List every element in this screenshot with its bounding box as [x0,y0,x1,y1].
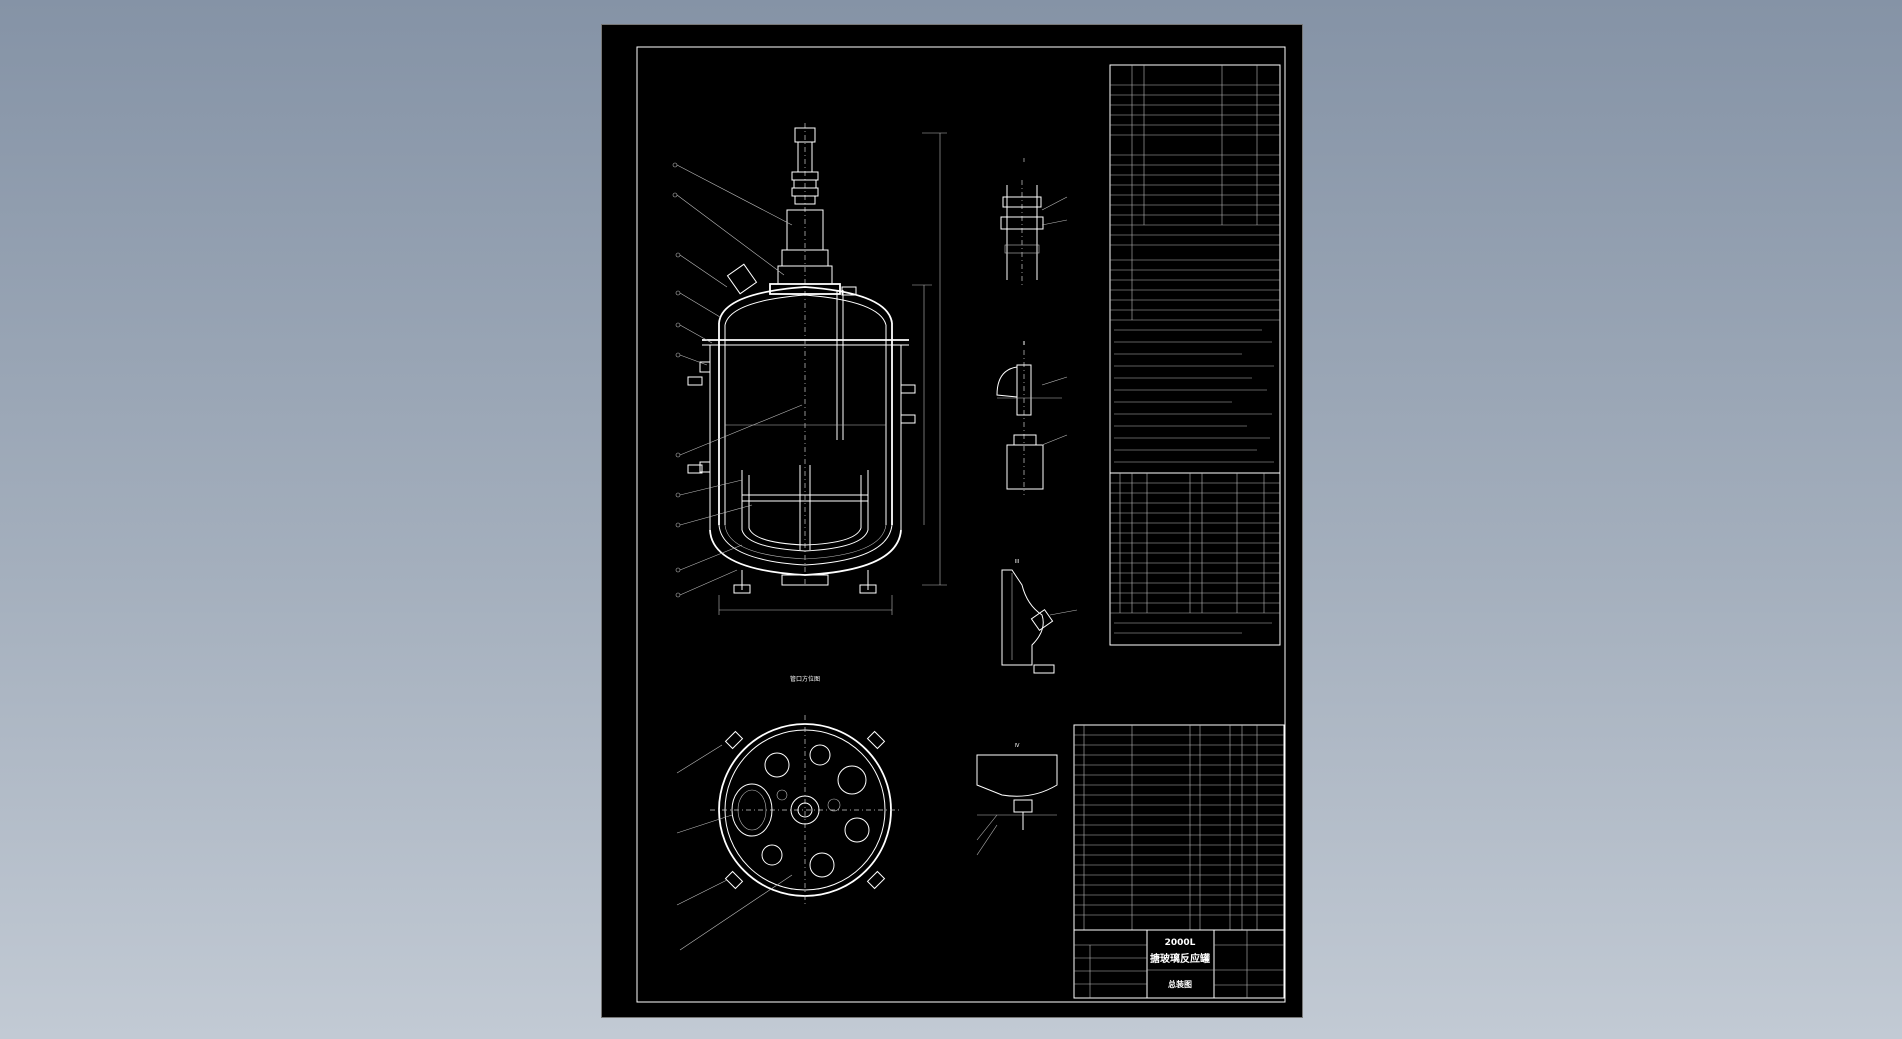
detail-view-4: IV [976,743,1058,856]
detail-view-1: I [1000,158,1068,285]
section-label-3: III [1015,559,1019,565]
nozzle-orientation-plan: 管口方位图 [676,675,900,951]
section-label-4: IV [1015,743,1020,749]
plan-view-label: 管口方位图 [790,675,820,683]
drawing-canvas: I II III IV 管口方位图 [636,46,1286,1003]
cad-drawing-sheet: I II III IV 管口方位图 [601,24,1303,1018]
section-label-2: II [1023,341,1026,347]
drawing-border [636,46,1286,1003]
section-label-1: I [1023,158,1024,164]
detail-view-3: III [1001,559,1078,674]
title-capacity: 2000L [1165,938,1196,948]
title-drawing-type: 总装图 [1168,979,1192,989]
parts-list-table [1073,724,1285,931]
technical-spec-table [1109,64,1281,646]
title-block: 2000L 搪玻璃反应罐 总装图 [1073,929,1285,999]
title-vessel-name: 搪玻璃反应罐 [1150,952,1210,965]
detail-view-2: II [996,341,1068,495]
vessel-elevation-view [672,123,947,615]
